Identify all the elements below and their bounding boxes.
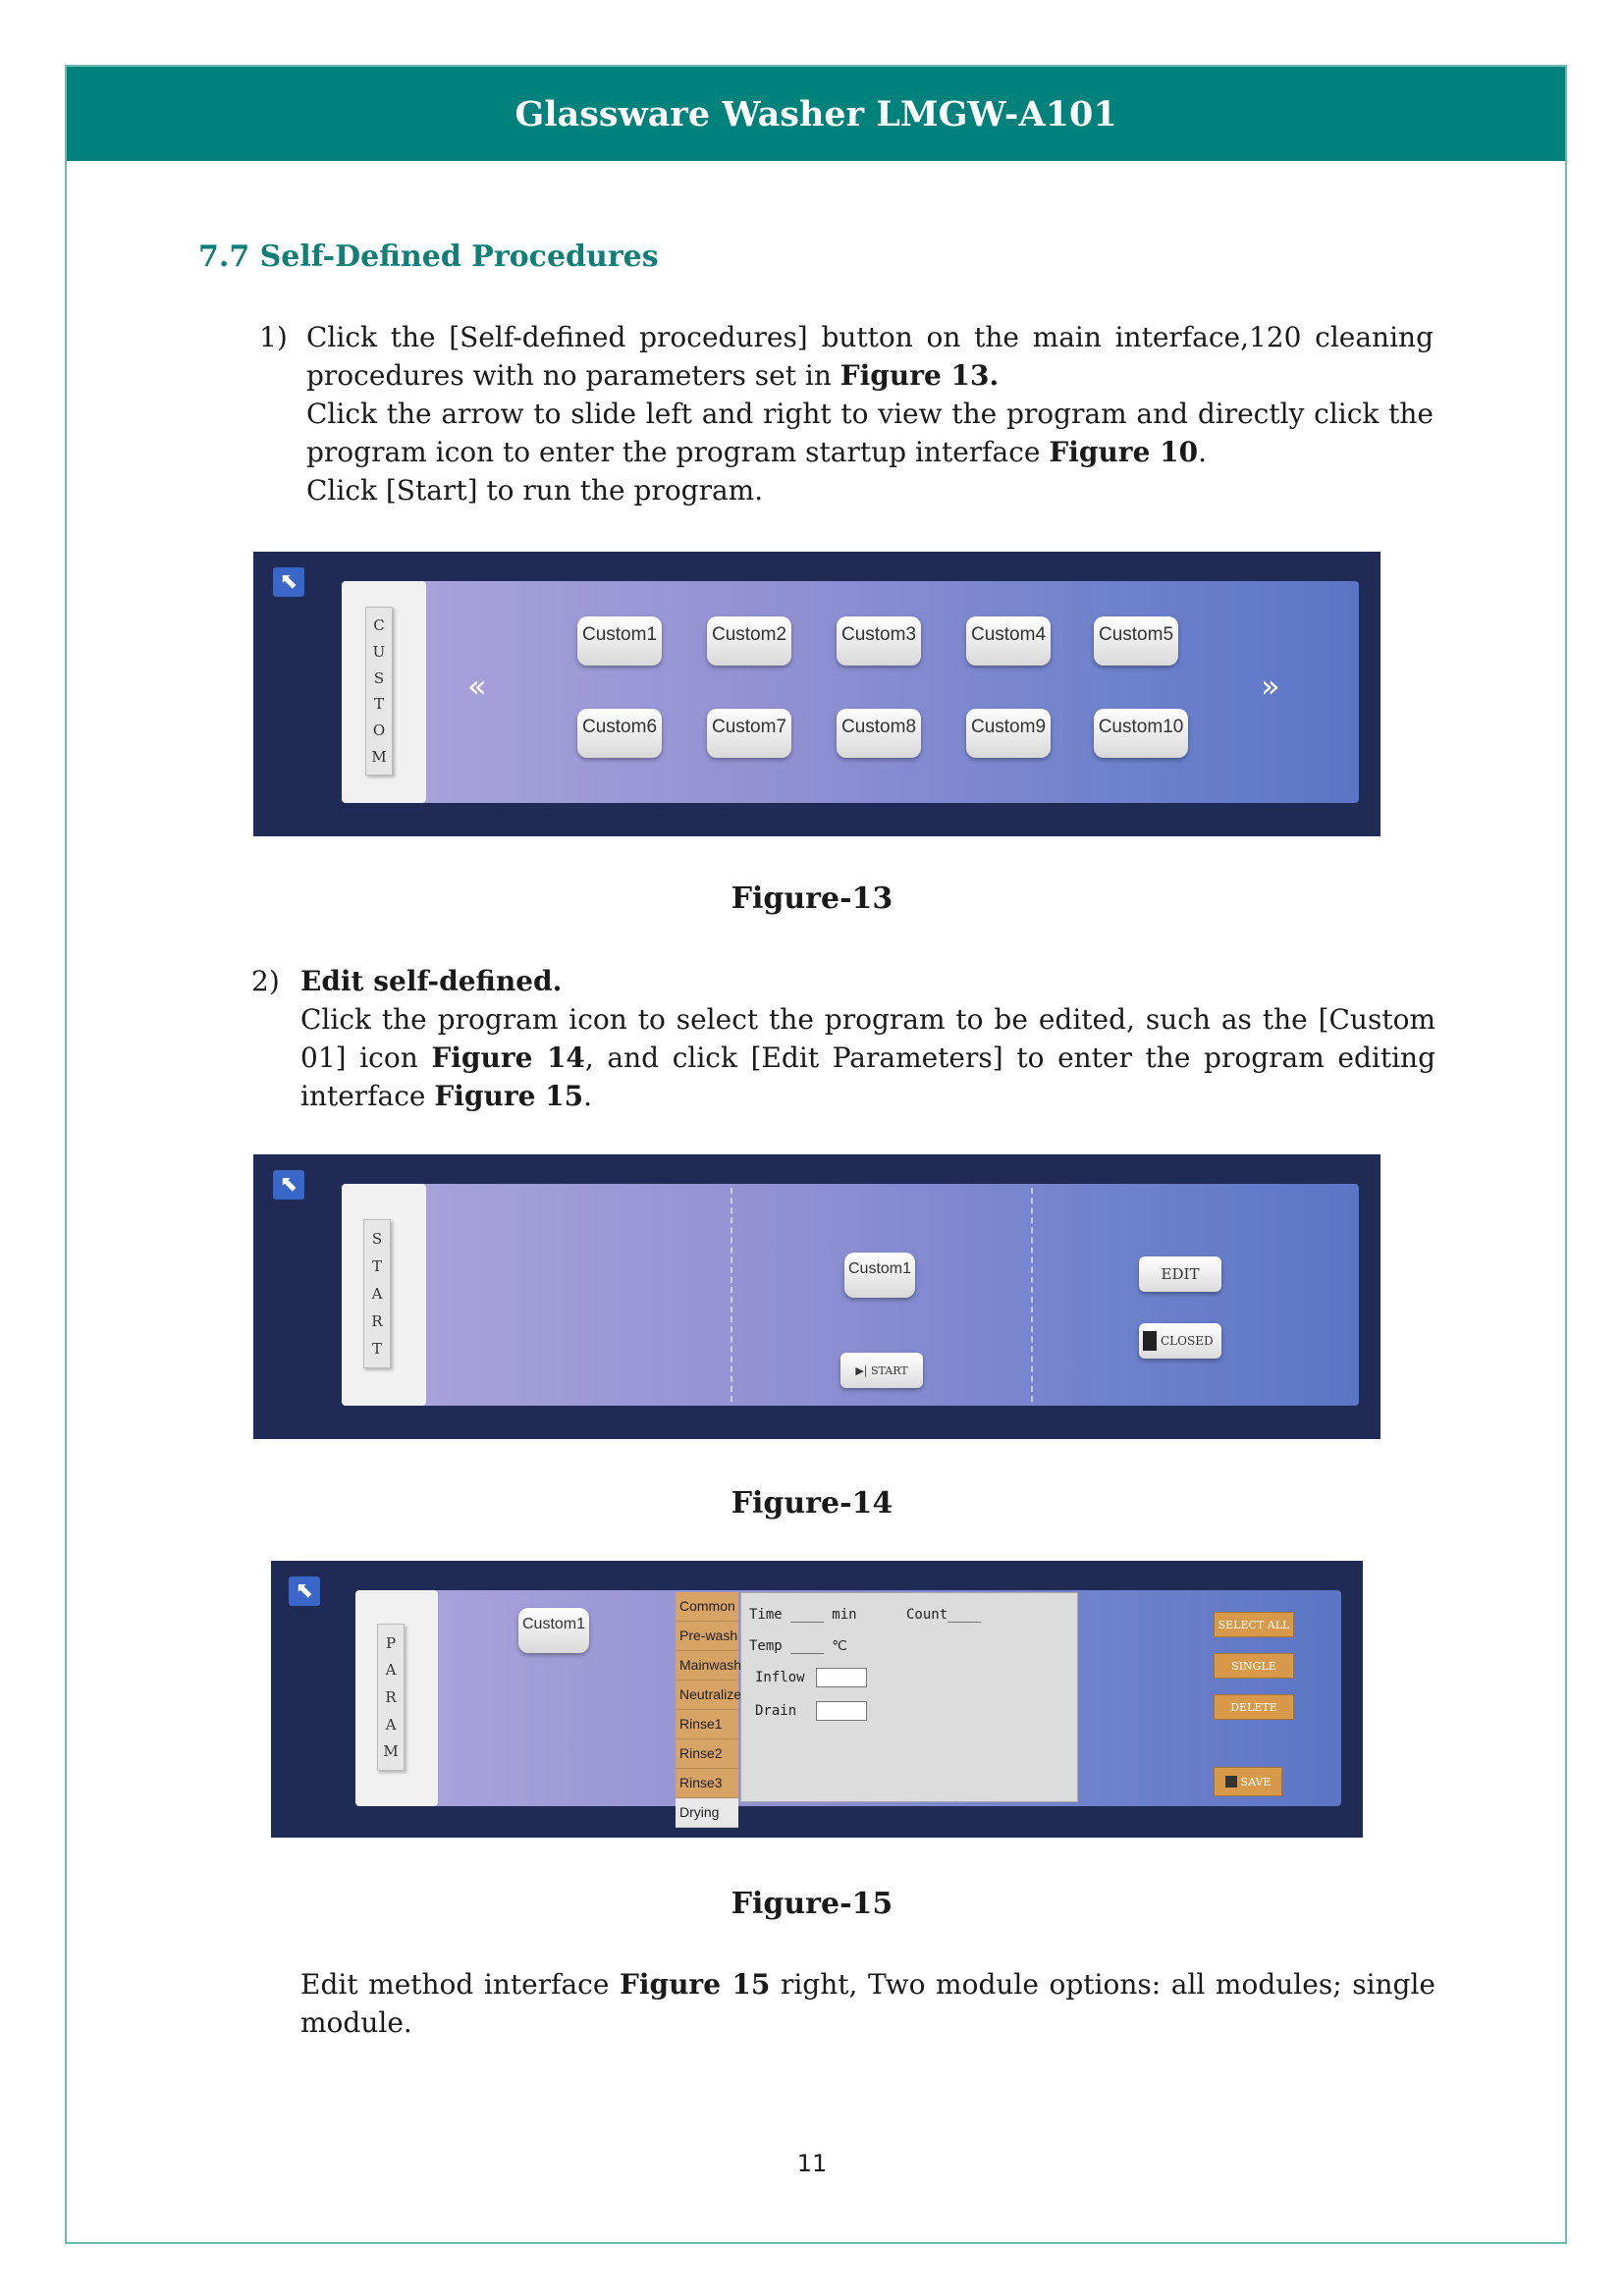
module-item[interactable]: Pre-wash (676, 1622, 738, 1651)
program-button[interactable]: Custom2 (707, 616, 791, 666)
closed-toggle[interactable]: CLOSED (1139, 1323, 1221, 1359)
module-item[interactable]: Drying (676, 1798, 738, 1828)
module-item[interactable]: Rinse1 (676, 1710, 738, 1739)
tab-letter: C (373, 615, 385, 634)
tab-letter: A (385, 1715, 397, 1734)
page-frame (65, 65, 1567, 2244)
tab-letter: A (385, 1661, 397, 1680)
program-button[interactable]: Custom1 (518, 1608, 589, 1653)
count-label[interactable]: Count____ (906, 1607, 981, 1623)
document-header: Glassware Washer LMGW-A101 (67, 67, 1565, 161)
step-1-text-2: Click the arrow to slide left and right … (306, 398, 1434, 468)
fig13-ref: Figure 13. (839, 359, 1000, 392)
step-2-period: . (583, 1080, 593, 1112)
save-button[interactable]: SAVE (1214, 1767, 1282, 1796)
program-button[interactable]: Custom1 (844, 1253, 915, 1298)
step-1-number: 1) (259, 321, 288, 353)
page-number: 11 (796, 2150, 828, 2177)
figure-13-caption: Figure-13 (731, 881, 893, 916)
tab-letter: A (371, 1285, 383, 1303)
tab-letter: S (371, 1230, 383, 1248)
temp-label[interactable]: Temp ____ ℃ (749, 1638, 848, 1654)
program-button[interactable]: Custom4 (966, 616, 1051, 666)
tab-letter: U (372, 642, 386, 661)
module-item[interactable]: Common (676, 1592, 738, 1622)
drain-label: Drain (755, 1703, 797, 1719)
closing-text: Edit method interface (300, 1968, 620, 2001)
tab-letter: O (372, 721, 386, 740)
closing-paragraph: Edit method interface Figure 15 right, T… (300, 1965, 1435, 2042)
program-button[interactable]: Custom5 (1094, 616, 1178, 666)
program-button[interactable]: Custom10 (1094, 709, 1188, 758)
module-item[interactable]: Rinse2 (676, 1739, 738, 1769)
module-item[interactable]: Mainwash (676, 1651, 741, 1681)
program-button[interactable]: Custom1 (577, 616, 662, 666)
back-arrow-icon[interactable]: ⬉ (273, 567, 304, 597)
program-button[interactable]: Custom9 (966, 709, 1051, 758)
program-button[interactable]: Custom6 (577, 709, 662, 758)
tab-letter: T (371, 1257, 382, 1275)
save-label: SAVE (1240, 1775, 1272, 1789)
inflow-select[interactable] (816, 1668, 867, 1687)
edit-button[interactable]: EDIT (1139, 1256, 1221, 1292)
floppy-disk-icon (1224, 1776, 1237, 1788)
figure-14-caption: Figure-14 (731, 1486, 893, 1521)
step-2-number: 2) (251, 965, 280, 997)
select-all-button[interactable]: SELECT ALL (1214, 1612, 1294, 1637)
module-item[interactable]: Rinse3 (676, 1769, 738, 1798)
toggle-indicator-icon (1143, 1331, 1157, 1351)
tab-letter: P (385, 1633, 397, 1652)
drain-select[interactable] (816, 1701, 867, 1721)
tab-letter: S (373, 668, 385, 687)
step-2-text-2: , and click [Edit Parameters] to enter t… (300, 1041, 1435, 1112)
tab-letter: T (371, 1340, 382, 1358)
step-1-period: . (1198, 436, 1207, 468)
divider (731, 1188, 732, 1402)
program-button[interactable]: Custom7 (707, 709, 791, 758)
section-title: 7.7 Self-Defined Procedures (198, 240, 659, 274)
divider (1031, 1188, 1033, 1402)
closed-label: CLOSED (1161, 1334, 1214, 1348)
tab-letter: R (385, 1687, 397, 1706)
fig15-ref: Figure 15 (619, 1968, 771, 2001)
single-button[interactable]: SINGLE (1214, 1653, 1294, 1679)
step-1-paragraph: Click the [Self-defined procedures] butt… (306, 318, 1434, 509)
inflow-label: Inflow (755, 1670, 805, 1685)
back-arrow-icon[interactable]: ⬉ (273, 1170, 304, 1200)
tab-letter: M (383, 1742, 399, 1761)
right-arrow-icon[interactable]: » (1261, 667, 1280, 705)
time-label[interactable]: Time ____ min (749, 1607, 857, 1623)
program-button[interactable]: Custom3 (837, 616, 921, 666)
fig14-ref: Figure 14 (431, 1041, 585, 1074)
figure-15-caption: Figure-15 (731, 1887, 893, 1921)
left-arrow-icon[interactable]: « (467, 667, 487, 705)
step-1-text-3: Click [Start] to run the program. (306, 474, 764, 507)
step-1-text: Click the [Self-defined procedures] butt… (306, 321, 1434, 392)
program-button[interactable]: Custom8 (837, 709, 921, 758)
step-2-heading: Edit self-defined. (300, 965, 563, 997)
tab-letter: R (371, 1312, 383, 1330)
step-2-text: Click the program icon to select the pro… (300, 1003, 1435, 1074)
start-button[interactable]: ▶| START (840, 1353, 923, 1388)
step-2-paragraph: Click the program icon to select the pro… (300, 1000, 1435, 1115)
module-item[interactable]: Neutralize (676, 1681, 741, 1710)
back-arrow-icon[interactable]: ⬉ (289, 1576, 320, 1606)
fig10-ref: Figure 10 (1049, 436, 1199, 468)
tab-letter: M (371, 748, 387, 767)
closing-text-2: right, Two module options: all modules; … (300, 1968, 1436, 2039)
tab-letter: T (373, 695, 384, 714)
parameter-area: Time ____ min Count____ Temp ____ ℃ Infl… (740, 1592, 1078, 1802)
fig15-ref: Figure 15 (434, 1080, 584, 1112)
delete-button[interactable]: DELETE (1214, 1694, 1294, 1720)
